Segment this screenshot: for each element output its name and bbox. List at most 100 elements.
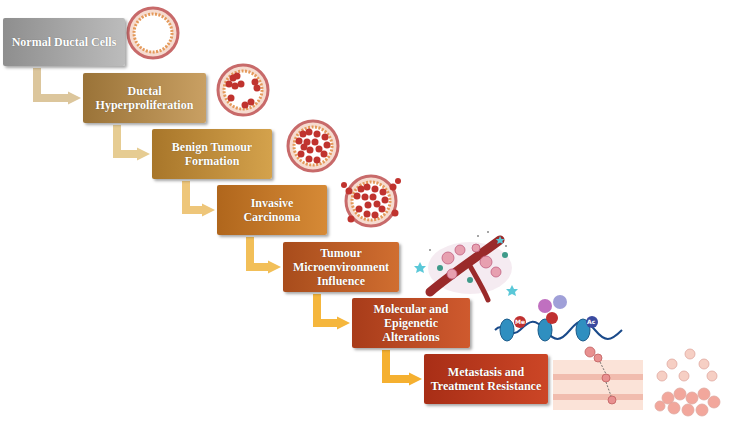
stage-label: Benign Tumour Formation: [158, 140, 266, 168]
metastasis-tissue-icon-part: [553, 394, 643, 400]
clonal-expansion-icon-part-part: [696, 404, 708, 416]
microenvironment-icon-part-part: [477, 235, 479, 237]
nucleosome-dna-icon-part: [546, 312, 558, 324]
invasive-duct-icon-part-part: [362, 194, 369, 201]
clonal-expansion-icon-part: [655, 388, 720, 416]
invasive-duct-icon-part-part: [370, 194, 377, 201]
stage-label: Invasive Carcinoma: [223, 196, 321, 224]
stage-label: Tumour Microenvironment Influence: [289, 246, 393, 288]
benign-tumour-duct-icon-part-part: [314, 131, 321, 138]
invasive-duct-icon-part-part: [372, 212, 379, 219]
clonal-expansion-icon-part-part: [682, 404, 694, 416]
normal-duct-icon-part: [128, 8, 178, 58]
clonal-expansion-icon-part-part: [674, 388, 686, 400]
invasive-duct-icon-part-part: [354, 193, 361, 200]
microenvironment-icon-part: [442, 244, 501, 279]
benign-tumour-duct-icon-part: [294, 127, 332, 165]
microenvironment-icon: [414, 231, 518, 300]
elbow-arrow: [37, 68, 68, 98]
invasive-duct-icon-part-part: [380, 189, 387, 196]
benign-tumour-duct-icon-part-part: [300, 131, 307, 138]
nucleosome-dna-icon-part: [553, 295, 567, 309]
hyperproliferation-duct-icon-part-part: [252, 79, 259, 86]
stage-box: Ductal Hyperproliferation: [83, 73, 206, 123]
microenvironment-icon-part: [414, 236, 518, 296]
clonal-expansion-icon-part-part: [686, 392, 698, 404]
hyperproliferation-duct-icon: [218, 65, 268, 115]
benign-tumour-duct-icon-part-part: [321, 151, 328, 158]
metastasis-tissue-icon-part: [553, 380, 643, 394]
nucleosome-dna-icon: [495, 295, 622, 341]
benign-tumour-duct-icon-part-part: [314, 157, 321, 164]
invasive-duct-icon-part-part: [341, 182, 347, 188]
benign-tumour-duct-icon-part-part: [301, 144, 308, 151]
stage-box: Molecular and Epigenetic Alterations: [352, 298, 470, 348]
stage-box: Normal Ductal Cells: [3, 18, 125, 66]
invasive-duct-icon-part-part: [395, 178, 401, 184]
microenvironment-icon-part-part: [506, 285, 518, 296]
hyperproliferation-duct-icon-part-part: [242, 102, 249, 109]
microenvironment-icon-part-part: [480, 256, 492, 268]
metastasis-tissue-icon-part-part: [585, 347, 595, 357]
stage-label: Normal Ductal Cells: [12, 35, 117, 49]
metastasis-tissue-icon-part: [585, 347, 616, 404]
invasive-duct-icon: [341, 176, 401, 226]
microenvironment-icon-part-part: [472, 244, 480, 252]
invasive-duct-icon-part-part: [374, 201, 381, 208]
hyperproliferation-duct-icon-part-part: [238, 81, 245, 88]
hyperproliferation-duct-icon-part-part: [254, 85, 261, 92]
invasive-duct-icon-part-part: [358, 186, 365, 193]
nucleosome-dna-icon-part-part: [500, 319, 514, 341]
hyperproliferation-duct-icon-part-part: [228, 95, 235, 102]
invasive-duct-icon-part-part: [379, 206, 386, 213]
microenvironment-icon-part-part: [487, 231, 489, 233]
stage-label: Metastasis and Treatment Resistance: [430, 365, 542, 393]
clonal-expansion-icon-part-part: [698, 388, 710, 400]
elbow-arrow: [386, 350, 409, 379]
invasive-duct-icon-part-part: [346, 188, 353, 195]
invasive-duct-icon-part-part: [364, 184, 371, 191]
stage-box: Benign Tumour Formation: [152, 129, 272, 179]
microenvironment-icon-part-part: [505, 245, 507, 247]
benign-tumour-duct-icon-part-part: [322, 134, 329, 141]
clonal-expansion-icon-part: [685, 349, 695, 359]
benign-tumour-duct-icon-part: [288, 121, 338, 171]
invasive-duct-icon-part: [352, 182, 390, 220]
benign-tumour-duct-icon-part-part: [296, 138, 303, 145]
microenvironment-icon-part-part: [447, 269, 457, 279]
elbow-arrow: [250, 237, 268, 267]
modification-tag: Ac: [587, 318, 595, 325]
hyperproliferation-duct-icon-part: [226, 73, 261, 109]
benign-tumour-duct-icon-part-part: [312, 139, 319, 146]
microenvironment-icon-part-part: [429, 249, 431, 251]
nucleosome-dna-icon-part: [514, 316, 526, 328]
hyperproliferation-duct-icon-part-part: [248, 99, 255, 106]
stage-box: Metastasis and Treatment Resistance: [424, 354, 548, 404]
modification-tag: Me: [515, 318, 525, 325]
hyperproliferation-duct-icon-part-part: [232, 83, 239, 90]
elbow-arrow: [186, 181, 202, 210]
microenvironment-icon-part-part: [502, 252, 508, 258]
microenvironment-icon-part-part: [467, 277, 473, 283]
invasive-duct-icon-part-part: [364, 211, 371, 218]
metastasis-tissue-icon: [553, 347, 643, 410]
microenvironment-icon-part-part: [491, 267, 501, 277]
hyperproliferation-duct-icon-part-part: [226, 81, 233, 88]
hyperproliferation-duct-icon-part: [218, 65, 268, 115]
stage-label: Ductal Hyperproliferation: [89, 84, 200, 112]
benign-tumour-duct-icon-part-part: [306, 156, 313, 163]
clonal-expansion-icon-part: [667, 359, 677, 369]
clonal-expansion-icon-part: [699, 359, 709, 369]
microenvironment-icon-part: [470, 266, 488, 300]
stage-box: Invasive Carcinoma: [217, 185, 327, 235]
invasive-duct-icon-part-part: [365, 202, 372, 209]
microenvironment-icon-part-part: [414, 262, 426, 273]
invasive-duct-icon-part: [346, 176, 396, 226]
invasive-duct-icon-part-part: [382, 197, 389, 204]
benign-tumour-duct-icon: [288, 121, 338, 171]
normal-duct-icon: [128, 8, 178, 58]
microenvironment-icon-part: [429, 231, 507, 251]
microenvironment-icon-part: [430, 240, 500, 292]
nucleosome-dna-icon-part: [500, 319, 590, 341]
invasive-duct-icon-part-part: [372, 186, 379, 193]
